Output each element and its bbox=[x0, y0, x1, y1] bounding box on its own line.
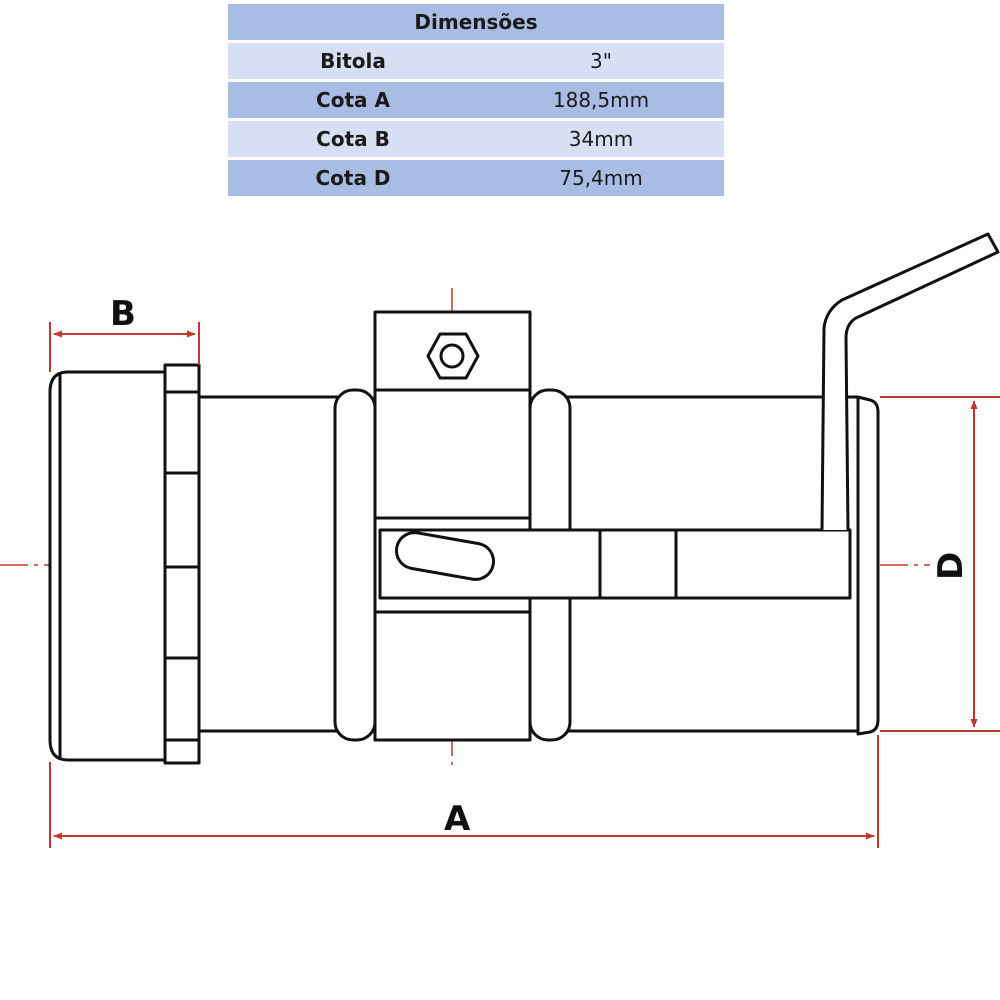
row-value-cota-d: 75,4mm bbox=[478, 158, 724, 199]
pin-slot bbox=[394, 531, 496, 581]
coupling-body bbox=[48, 232, 1000, 765]
row-value-cota-b: 34mm bbox=[478, 119, 724, 160]
body-tube-left bbox=[197, 395, 343, 733]
table-row: Cota A 188,5mm bbox=[228, 80, 724, 121]
table-row: Bitola 3" bbox=[228, 41, 724, 82]
dim-d-label: D bbox=[931, 552, 971, 580]
dim-b-label: B bbox=[110, 294, 136, 334]
bolt-hole bbox=[439, 343, 465, 369]
hex-nut bbox=[163, 363, 201, 765]
row-label-cota-a: Cota A bbox=[228, 80, 478, 121]
dim-a-label: A bbox=[444, 799, 471, 839]
table-header-row: Dimensões bbox=[228, 4, 724, 43]
table-row: Cota D 75,4mm bbox=[228, 158, 724, 199]
row-label-bitola: Bitola bbox=[228, 41, 478, 82]
dimensions-table: Dimensões Bitola 3" Cota A 188,5mm Cota … bbox=[228, 4, 724, 199]
spigot bbox=[856, 395, 880, 736]
dimension-lines bbox=[49, 322, 1000, 848]
row-label-cota-b: Cota B bbox=[228, 119, 478, 160]
row-value-bitola: 3" bbox=[478, 41, 724, 82]
row-value-cota-a: 188,5mm bbox=[478, 80, 724, 121]
collar-band-left bbox=[333, 388, 377, 742]
lever-handle bbox=[820, 232, 1000, 531]
table-title: Dimensões bbox=[228, 4, 724, 43]
clamp-block bbox=[373, 310, 532, 742]
table-row: Cota B 34mm bbox=[228, 119, 724, 160]
row-label-cota-d: Cota D bbox=[228, 158, 478, 199]
end-cap bbox=[48, 370, 167, 762]
